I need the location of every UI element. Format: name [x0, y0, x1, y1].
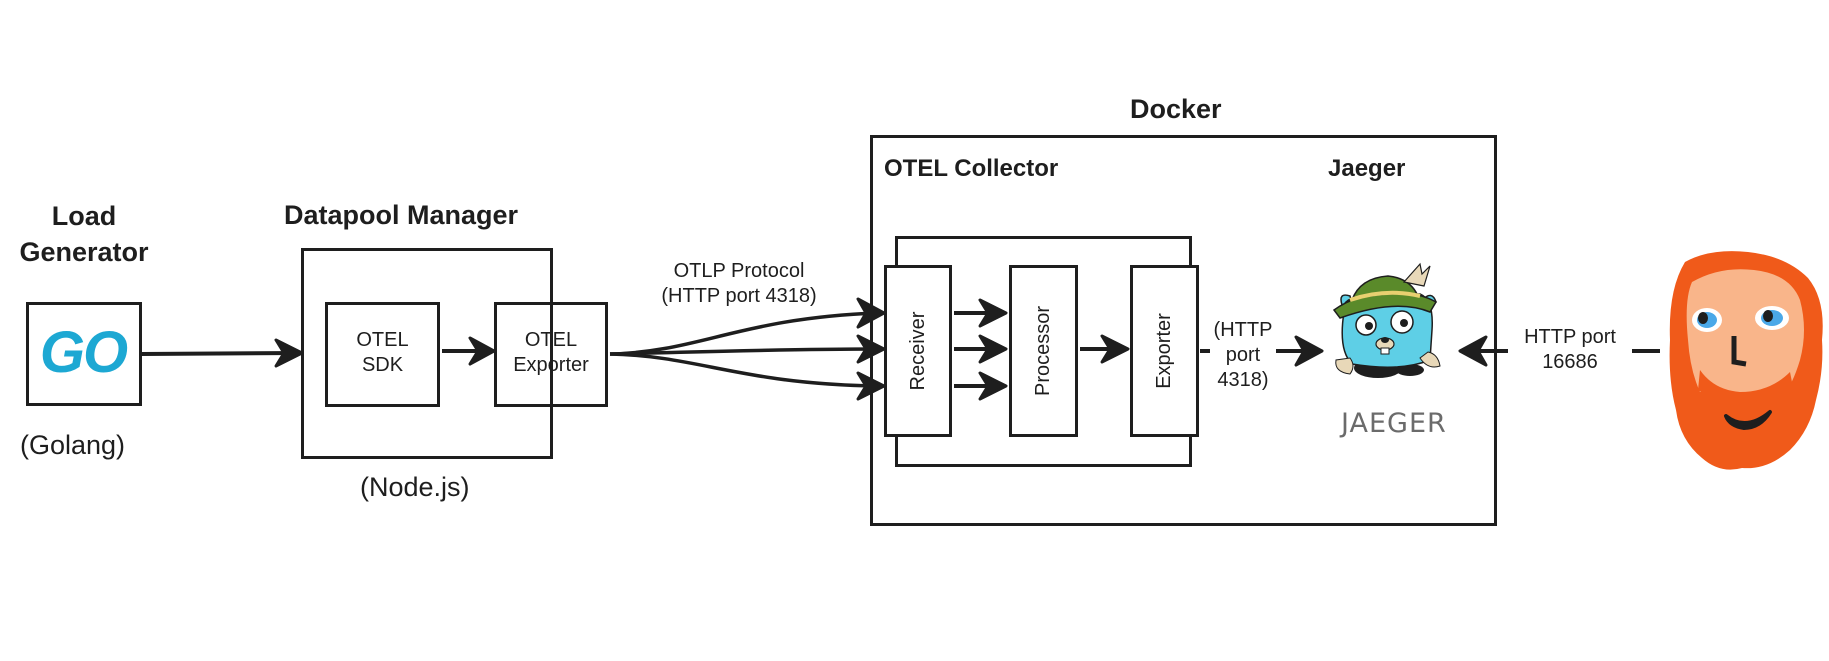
otel-exporter-box [494, 302, 608, 407]
otel-sdk-label: OTEL SDK [325, 328, 440, 378]
datapool-manager-runtime: (Node.js) [360, 472, 470, 502]
load-generator-title: Load Generator [0, 198, 168, 270]
processor-box [1009, 265, 1078, 437]
arrowhead-go-to-datapool [274, 338, 304, 368]
load-generator-runtime: (Golang) [20, 430, 126, 460]
user-port-label: HTTP port 16686 [1508, 325, 1632, 375]
otel-exporter-line1: OTEL [524, 329, 578, 351]
arrowhead-processor-to-exporter [1100, 334, 1130, 364]
arrowhead-rp-3 [978, 371, 1008, 401]
otel-sdk-line2: SDK [361, 354, 404, 376]
go-logo-box [26, 302, 142, 406]
arrow-otlp-middle [609, 347, 879, 356]
otlp-protocol-line2: (HTTP port 4318) [661, 285, 817, 307]
otel-exporter-line2: Exporter [513, 354, 589, 376]
datapool-manager-title: Datapool Manager [284, 200, 519, 230]
arrowhead-rp-1 [978, 298, 1008, 328]
otel-sdk-box [325, 302, 440, 407]
collector-exporter-label: Exporter [1153, 313, 1175, 389]
docker-box [870, 135, 1497, 526]
load-generator-title-line2: Generator [19, 237, 149, 267]
user-port-line1: HTTP port [1524, 326, 1616, 348]
receiver-box [884, 265, 952, 437]
datapool-manager-box [301, 248, 553, 459]
user-avatar-icon [1669, 251, 1823, 470]
user-port-line2: 16686 [1542, 351, 1598, 373]
load-generator-title-line1: Load [51, 201, 117, 231]
jaeger-gopher-icon [1332, 262, 1441, 378]
otel-collector-title: OTEL Collector [884, 155, 1059, 182]
jaeger-title: Jaeger [1328, 155, 1406, 182]
arrowhead-user-to-jaeger [1458, 335, 1488, 367]
arrowhead-exporter-to-jaeger [1294, 335, 1324, 367]
arrowhead-sdk-to-exporter [468, 336, 496, 366]
arrowhead-rp-2 [978, 334, 1008, 364]
otlp-protocol-label: OTLP Protocol (HTTP port 4318) [644, 259, 834, 309]
otel-exporter-label: OTEL Exporter [494, 328, 608, 378]
arrow-otlp-bottom [609, 352, 879, 388]
export-port-line2: port [1225, 344, 1261, 366]
otlp-protocol-line1: OTLP Protocol [673, 260, 805, 282]
export-port-line1: (HTTP [1213, 319, 1273, 341]
go-logo-icon: GO [28, 302, 138, 402]
export-port-line3: 4318) [1217, 369, 1269, 391]
receiver-label: Receiver [907, 311, 929, 391]
collector-exporter-box [1130, 265, 1199, 437]
arrow-go-to-datapool [141, 351, 301, 356]
docker-title: Docker [1130, 94, 1222, 124]
otel-sdk-line1: OTEL [356, 329, 409, 351]
jaeger-logo-text: JAEGER [1341, 408, 1447, 439]
processor-label: Processor [1032, 305, 1054, 397]
export-port-label: (HTTP port 4318) [1210, 318, 1276, 393]
go-logo-text: GO [39, 319, 128, 385]
